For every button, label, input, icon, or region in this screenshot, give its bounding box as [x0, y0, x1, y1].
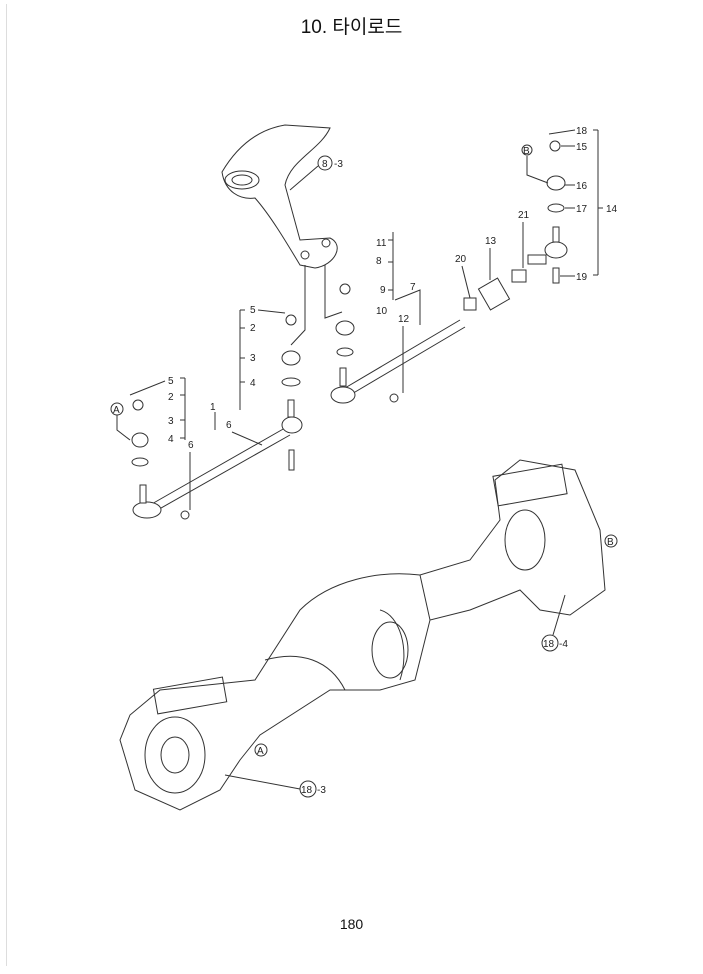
- part-label: 18: [576, 126, 588, 137]
- part-label: 18: [543, 639, 555, 650]
- upper-tie-rod: 7 12 20 13 21: [330, 210, 530, 404]
- part-label: 15: [576, 142, 588, 153]
- callout-18-4: [541, 634, 559, 652]
- part-label: -3: [317, 785, 326, 796]
- lower-tie-rod: 1 6 6: [132, 399, 303, 520]
- part-label: 3: [168, 416, 174, 427]
- part-label: 17: [576, 204, 588, 215]
- pitman-arm: [221, 124, 338, 269]
- right-ball-joint-parts: 18 15 16 17 14 19 B: [521, 126, 618, 284]
- part-label: 11: [376, 238, 387, 249]
- middle-ball-joint-parts: 11 8 9 10: [324, 232, 394, 357]
- page-title: 10. 타이로드: [300, 17, 403, 38]
- part-label: 12: [398, 314, 410, 325]
- part-label: B: [523, 146, 530, 157]
- part-label: 21: [518, 210, 530, 221]
- part-label: 5: [250, 305, 256, 316]
- part-label: 8: [376, 256, 382, 267]
- part-label: -4: [559, 639, 568, 650]
- part-label: -3: [334, 159, 343, 170]
- part-label: B: [607, 537, 614, 548]
- part-label: A: [113, 405, 120, 416]
- part-label: 7: [410, 282, 416, 293]
- front-axle-housing: [119, 459, 606, 811]
- callout-A: [254, 743, 268, 757]
- part-label: 5: [168, 376, 174, 387]
- callout-B: [604, 534, 618, 548]
- part-label: A: [257, 746, 264, 757]
- part-label: 14: [606, 204, 618, 215]
- part-label: 4: [250, 378, 256, 389]
- part-label: 1: [210, 402, 216, 413]
- part-label: 2: [168, 392, 174, 403]
- part-label: 8: [322, 159, 328, 170]
- callout-8-3: [317, 155, 333, 171]
- part-label: 9: [380, 285, 386, 296]
- part-label: 16: [576, 181, 588, 192]
- part-label: 6: [226, 420, 232, 431]
- part-label: 19: [576, 272, 588, 283]
- part-label: 3: [250, 353, 256, 364]
- part-label: 4: [168, 434, 174, 445]
- part-label: 13: [485, 236, 497, 247]
- page-number: 180: [339, 916, 364, 932]
- lower-left-ball-joint-parts: 5 2 3 4 A: [110, 376, 186, 467]
- page-frame: [6, 4, 700, 966]
- part-label: 6: [188, 440, 194, 451]
- part-label: 10: [376, 306, 388, 317]
- part-label: 18: [301, 785, 313, 796]
- part-label: 20: [455, 254, 467, 265]
- upper-left-ball-joint-parts: 5 2 3 4: [239, 265, 306, 410]
- part-label: 2: [250, 323, 256, 334]
